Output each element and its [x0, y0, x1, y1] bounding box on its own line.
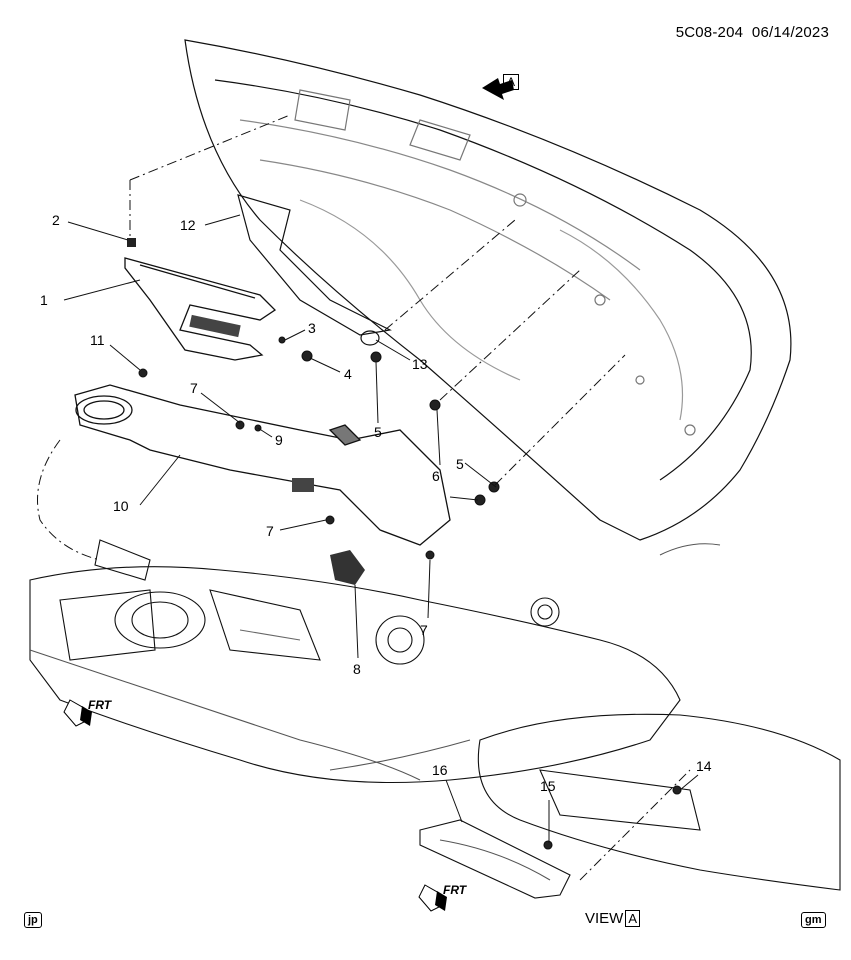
part-8-resonator	[330, 550, 365, 585]
frt-arrow-inset	[418, 884, 447, 912]
hood-panel	[184, 39, 792, 541]
callout-4: 4	[344, 366, 352, 382]
frt-label-inset: FRT	[443, 883, 467, 897]
callout-5-right: 5	[456, 456, 464, 472]
callout-14: 14	[696, 758, 712, 774]
callout-10: 10	[113, 498, 129, 514]
callout-13: 13	[412, 356, 428, 372]
header: 5C08-204 06/14/2023	[676, 24, 829, 41]
callout-12: 12	[180, 217, 196, 233]
callout-15: 15	[540, 778, 556, 794]
callout-3: 3	[308, 320, 316, 336]
callout-1: 1	[40, 292, 48, 308]
doc-code: 5C08-204	[675, 24, 744, 41]
jp-logo: jp	[24, 912, 42, 928]
callout-16: 16	[432, 762, 448, 778]
view-a-marker: A	[503, 74, 520, 90]
view-a-arrow	[482, 78, 514, 100]
inset-view-a	[419, 713, 841, 899]
callout-7-top: 7	[190, 380, 198, 396]
engine-bay	[29, 539, 721, 784]
part-1-upper-duct	[124, 257, 277, 361]
frt-label-main: FRT	[88, 698, 112, 712]
fasteners	[138, 336, 500, 560]
view-text: VIEW	[585, 910, 624, 927]
callout-11: 11	[90, 332, 105, 348]
callout-7-bottom: 7	[420, 622, 428, 638]
leader-lines	[37, 114, 699, 881]
callout-2: 2	[52, 212, 60, 228]
callout-7-mid: 7	[266, 523, 274, 539]
part-12-seal	[237, 194, 392, 336]
doc-date: 06/14/2023	[751, 24, 829, 41]
view-letter: A	[625, 910, 641, 927]
callout-6: 6	[432, 468, 440, 484]
callout-9: 9	[275, 432, 283, 448]
callout-8: 8	[353, 661, 361, 677]
frt-arrow-main	[63, 699, 92, 727]
gm-logo: gm	[801, 912, 826, 928]
part-13-clip	[360, 330, 380, 346]
part-2-fastener	[127, 238, 136, 247]
callout-5-left: 5	[374, 424, 382, 440]
part-10-intake-duct	[74, 384, 451, 546]
